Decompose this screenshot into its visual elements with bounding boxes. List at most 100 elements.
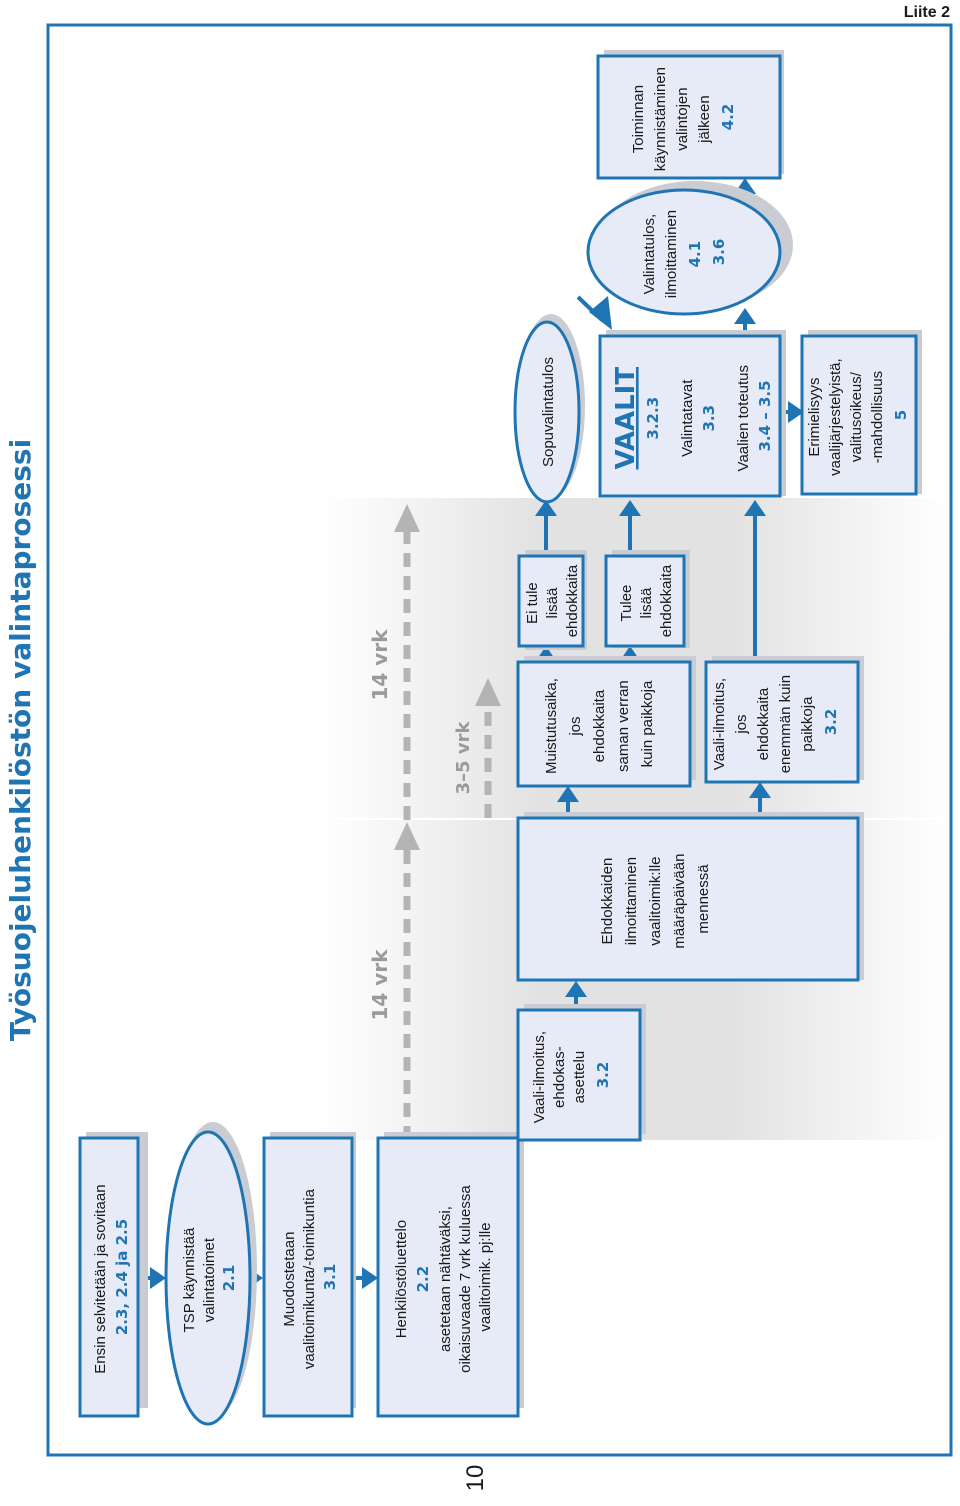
node-henkilosto: Henkilöstöluettelo 2.2 asetetaan nähtävä… [376,1132,524,1418]
svg-text:Valintatulos, ilmoittami: Valintatulos, ilmoittaminen 4.1 3.6 [641,206,728,299]
node-tulee-line-1: Tulee [618,585,635,622]
node-erimielisyys-ref: 5 [892,410,910,420]
node-muistutusaika-line-4: saman verran [615,680,632,772]
node-tsp: TSP käynnistää valintatoimet 2.1 [164,1122,257,1426]
node-erimielisyys-line-2: vaalijärjestelyistä, [827,358,844,476]
node-vaali-ilmoitus-2-line-4: enemmän kuin [777,675,794,773]
node-ehdokkaiden-line-1: Ehdokkaiden [599,858,616,945]
node-toiminnan-line-4: jälkeen [696,95,713,144]
page-title: Työsuojeluhenkilöstön valintaprosessi [4,439,37,1041]
node-vaali-ilmoitus-2-line-1: Vaali-ilmoitus, [711,678,728,770]
svg-text:TSP käynnistää valintato: TSP käynnistää valintatoimet 2.1 [181,1224,238,1333]
node-tulee-line-2: lisää [638,587,655,619]
svg-text:Ei tule lisää ehdo: Ei tule lisää ehdokkaita [524,564,581,637]
node-toiminnan-ref: 4.2 [719,104,737,131]
node-ehdokkaiden-line-5: mennessä [695,864,712,934]
svg-text:Toiminnan käynnistäminen: Toiminnan käynnistäminen valintojen jälk… [630,63,737,171]
node-vaali-ilmoitus-line-3: asettelu [571,1051,588,1104]
node-vaali-ilmoitus-2-line-3: ehdokkaita [755,687,772,760]
node-vaali-ilmoitus-2-line-5: paikkoja [799,696,816,752]
svg-text:VAALIT 3.2.3 Valin: VAALIT 3.2.3 Valintatavat 3.3 Vaalien to… [611,361,774,472]
node-ensin-ref: 2.3, 2.4 ja 2.5 [113,1219,131,1335]
node-vaalit-line-2: Vaalien toteutus [735,365,752,471]
node-vaali-ilmoitus: Vaali-ilmoitus, ehdokas- asettelu 3.2 [516,1004,646,1142]
node-ehdokkaiden-line-3: vaalitoimik:lle [647,856,664,945]
node-erimielisyys-line-3: valitusoikeus/ [848,371,865,462]
node-vaali-ilmoitus-line-1: Vaali-ilmoitus, [531,1031,548,1123]
node-muodostetaan: Muodostetaan vaalitoimikunta/-toimikunti… [262,1132,356,1418]
node-henkilosto-extra-3: vaalitoimik. pj:lle [477,1222,494,1331]
page-number: 10 [462,1465,489,1492]
node-vaali-ilmoitus-line-2: ehdokas- [551,1046,568,1108]
node-muodostetaan-ref: 3.1 [321,1264,339,1291]
node-henkilosto-extra-2: oikaisuvaade 7 vrk kuluessa [457,1185,474,1373]
node-tulee: Tulee lisää ehdokkaita [604,550,690,648]
node-muistutusaika-line-1: Muistutusaika, [543,678,560,774]
node-ei-tule: Ei tule lisää ehdokkaita [517,550,587,650]
node-valintatulos-ref-1: 4.1 [686,241,704,268]
node-ei-tule-line-3: ehdokkaita [564,564,581,637]
node-ehdokkaiden: Ehdokkaiden ilmoittaminen vaalitoimik:ll… [516,812,864,982]
node-vaalit-ref-2: 3.3 [700,405,718,432]
node-henkilosto-line-1: Henkilöstöluettelo [393,1220,410,1338]
appendix-label: Liite 2 [904,4,950,21]
svg-text:Muodostetaan vaalitoimik: Muodostetaan vaalitoimikunta/-toimikunti… [281,1185,339,1369]
node-muistutusaika-line-3: ehdokkaita [591,689,608,762]
node-tulee-line-3: ehdokkaita [658,564,675,637]
duration-arrow-lower [475,678,501,818]
node-ei-tule-line-1: Ei tule [524,582,541,624]
svg-text:Erimielisyys vaalijärjes: Erimielisyys vaalijärjestelyistä, valitu… [806,354,910,476]
node-vaali-ilmoitus-ref: 3.2 [594,1062,612,1089]
node-henkilosto-ref: 2.2 [414,1266,432,1293]
node-vaali-ilmoitus-2: Vaali-ilmoitus, jos ehdokkaita enemmän k… [704,656,864,784]
node-henkilosto-extra-1: asetetaan nähtäväksi, [437,1206,454,1352]
node-toiminnan-line-1: Toiminnan [630,85,647,153]
outer-frame [46,23,953,1457]
node-ensin: Ensin selvitetään ja sovitaan 2.3, 2.4 j… [78,1132,148,1418]
svg-text:Muistutusaika, jos: Muistutusaika, jos ehdokkaita saman verr… [543,674,656,774]
svg-text:Vaali-ilmoitus, jos: Vaali-ilmoitus, jos ehdokkaita enemmän k… [711,671,840,774]
connectors [138,178,804,1289]
node-valintatulos-line-2: ilmoittaminen [663,210,680,298]
node-vaalit: VAALIT 3.2.3 Valintatavat 3.3 Vaalien to… [598,330,786,498]
duration-label-upper-left: 14 vrk [368,949,392,1021]
svg-text:Henkilöstöluettelo 2.2: Henkilöstöluettelo 2.2 asetetaan nähtävä… [393,1181,494,1373]
node-tsp-ref: 2.1 [220,1265,238,1292]
node-erimielisyys-line-4: -mahdollisuus [869,371,886,464]
node-tsp-line-2: valintatoimet [201,1237,218,1322]
node-erimielisyys: Erimielisyys vaalijärjestelyistä, valitu… [800,330,922,496]
node-ensin-line-1: Ensin selvitetään ja sovitaan [92,1184,109,1373]
node-sopuvalinta-line-1: Sopuvalintatulos [540,357,557,467]
node-toiminnan-line-3: valintojen [674,87,691,150]
node-valintatulos-ref-2: 3.6 [710,239,728,266]
node-valintatulos: Valintatulos, ilmoittaminen 4.1 3.6 [586,181,793,316]
node-tsp-line-1: TSP käynnistää [181,1227,198,1332]
node-vaalit-line-1: Valintatavat [679,379,696,457]
node-muistutusaika-line-5: kuin paikkoja [639,680,656,767]
duration-arrow-upper [394,504,420,1140]
duration-label-lower: 3–5 vrk [453,721,474,795]
node-valintatulos-line-1: Valintatulos, [641,214,658,295]
svg-text:Tulee lisää ehdokk: Tulee lisää ehdokkaita [618,564,675,637]
node-toiminnan-line-2: käynnistäminen [652,67,669,171]
duration-label-upper-right: 14 vrk [368,629,392,701]
node-vaalit-ref-3: 3.4 – 3.5 [756,380,774,451]
node-muodostetaan-line-1: Muodostetaan [281,1232,298,1327]
node-vaalit-heading: VAALIT [611,367,641,470]
svg-text:Ehdokkaiden ilmoittamine: Ehdokkaiden ilmoittaminen vaalitoimik:ll… [599,849,712,948]
node-muodostetaan-line-2: vaalitoimikunta/-toimikuntia [301,1188,318,1369]
node-sopuvalinta: Sopuvalintatulos [513,314,585,504]
svg-text:Ensin selvitetään ja sovitaan: Ensin selvitetään ja sovitaan 2.3, 2.4 j… [92,1180,131,1373]
node-vaalit-ref-1: 3.2.3 [644,397,662,440]
node-ehdokkaiden-line-2: ilmoittaminen [623,857,640,945]
node-vaali-ilmoitus-2-ref: 3.2 [822,709,840,736]
node-toiminnan: Toiminnan käynnistäminen valintojen jälk… [596,50,784,180]
svg-text:Vaali-ilmoitus, ehdokas-: Vaali-ilmoitus, ehdokas- asettelu 3.2 [531,1027,612,1123]
node-ehdokkaiden-line-4: määräpäivään [671,854,688,949]
node-muistutusaika-line-2: jos [567,716,584,736]
node-muistutusaika: Muistutusaika, jos ehdokkaita saman verr… [516,656,696,788]
node-vaali-ilmoitus-2-line-2: jos [733,714,750,734]
node-ei-tule-line-2: lisää [544,587,561,619]
node-erimielisyys-line-1: Erimielisyys [806,378,823,457]
